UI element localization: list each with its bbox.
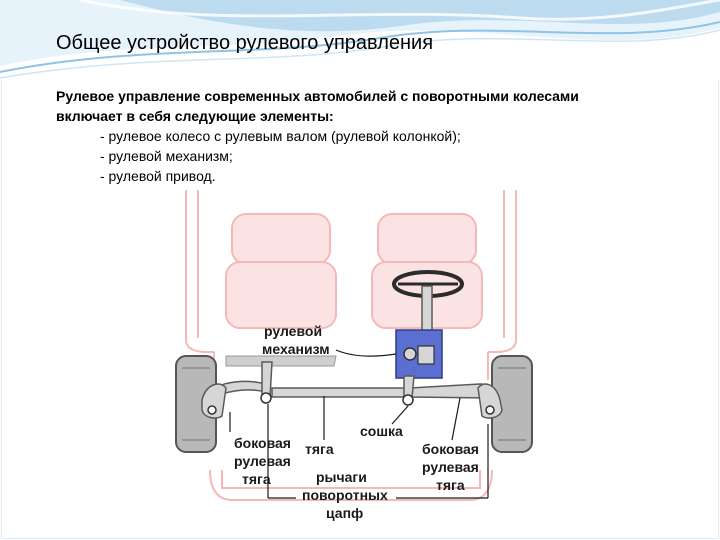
intro-line-1: Рулевое управление современных автомобил… bbox=[56, 88, 579, 104]
label-knuckle-levers-3: цапф bbox=[326, 505, 363, 521]
slide-title: Общее устройство рулевого управления bbox=[56, 32, 434, 54]
label-right-side-rod-1: боковая bbox=[422, 441, 479, 457]
label-left-side-rod-1: боковая bbox=[234, 435, 291, 451]
header-wave-decoration bbox=[0, 0, 720, 80]
label-knuckle-levers-1: рычаги bbox=[316, 469, 367, 485]
label-knuckle-levers-2: поворотных bbox=[302, 487, 388, 503]
diagram-background bbox=[128, 186, 574, 520]
seat-left bbox=[225, 213, 337, 329]
label-left-side-rod-3: тяга bbox=[242, 471, 271, 487]
label-center-rod: тяга bbox=[305, 441, 334, 457]
car-body-outline bbox=[185, 190, 517, 501]
label-right-side-rod-2: рулевая bbox=[422, 459, 479, 475]
frame-beam bbox=[225, 355, 337, 367]
diagram-labels: рулевой механизм боковая рулевая тяга тя… bbox=[234, 323, 479, 521]
list-item-steering-drive: - рулевой привод. bbox=[100, 168, 216, 184]
intro-text: Рулевое управление современных автомобил… bbox=[56, 86, 676, 186]
label-pitman-arm: сошка bbox=[360, 423, 403, 439]
label-right-side-rod-3: тяга bbox=[436, 477, 465, 493]
steering-gearbox bbox=[395, 329, 443, 379]
label-steering-mechanism-2: механизм bbox=[262, 341, 330, 357]
label-steering-mechanism-1: рулевой bbox=[264, 323, 322, 339]
label-left-side-rod-2: рулевая bbox=[234, 453, 291, 469]
list-item-steering-mechanism: - рулевой механизм; bbox=[100, 148, 233, 164]
leader-lines bbox=[229, 349, 489, 499]
intro-line-2: включает в себя следующие элементы: bbox=[56, 108, 334, 124]
linkage-joints bbox=[207, 392, 495, 415]
list-item-steering-wheel: - рулевое колесо с рулевым валом (рулево… bbox=[100, 128, 461, 144]
